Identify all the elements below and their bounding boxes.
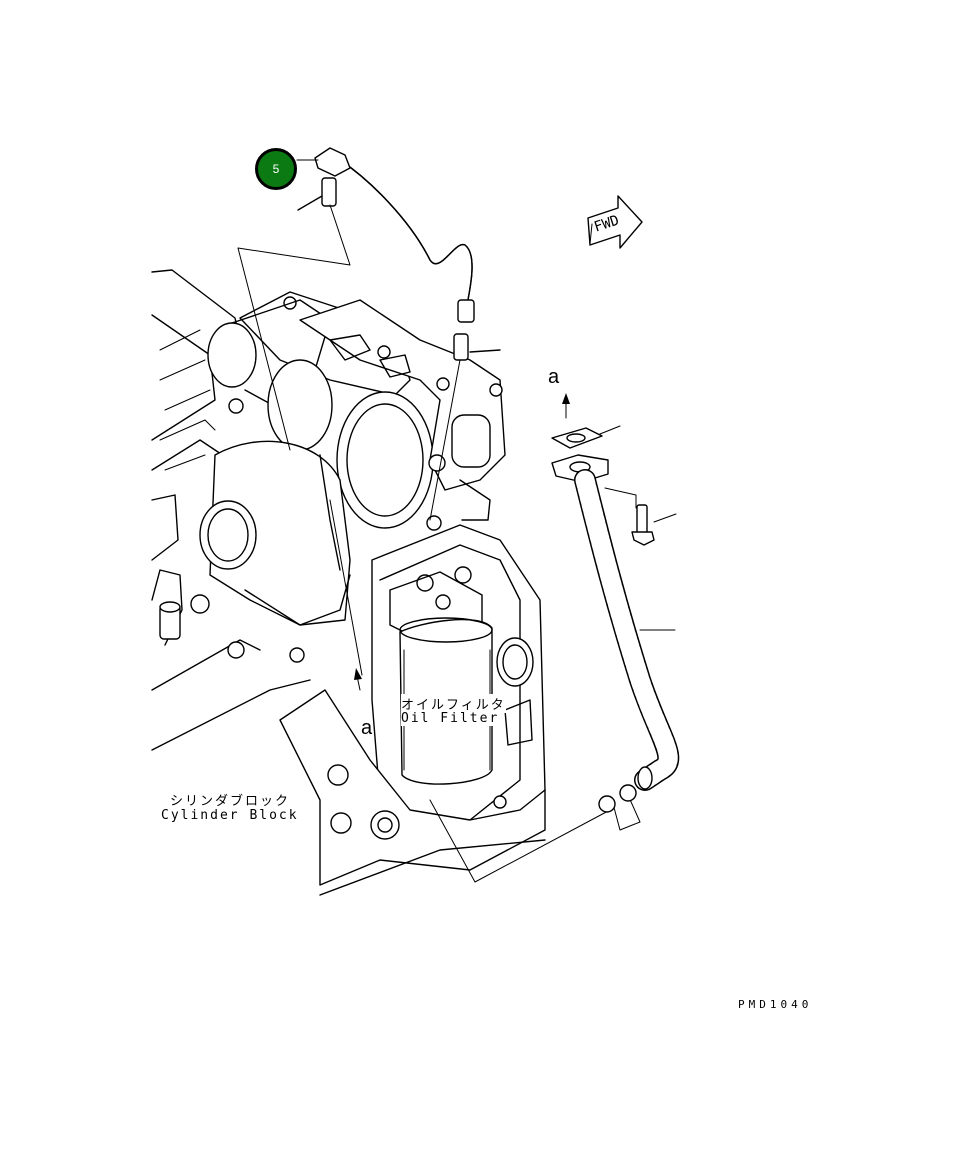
fittings (297, 177, 501, 361)
view-marker-upper: a (548, 366, 560, 388)
fwd-arrow[interactable] (587, 195, 643, 249)
view-marker-lower: a (361, 717, 373, 739)
drawing-code: PMD1040 (738, 998, 813, 1011)
gasket (551, 425, 621, 449)
exhaust-manifold (299, 299, 506, 521)
turbocharger (199, 291, 434, 626)
oil-filter-label-jp: オイルフィルタ (401, 694, 506, 713)
oil-filter-label-en: Oil Filter (401, 711, 500, 726)
cylinder-block-outline (151, 269, 311, 751)
oil-filter-housing (371, 515, 546, 831)
cylinder-block-label-en: Cylinder Block (161, 808, 299, 823)
cylinder-block-label-jp: シリンダブロック (170, 794, 291, 809)
callout-number: 5 (272, 162, 280, 176)
oil-pipe-upper (314, 147, 475, 323)
callout-part-5[interactable]: 5 (255, 148, 297, 190)
oil-return-pipe (551, 454, 680, 813)
bolt (604, 487, 677, 546)
view-arrow-upper (562, 393, 570, 419)
view-arrow-lower (354, 668, 362, 691)
leader-lines (237, 159, 641, 883)
lower-bracket (279, 689, 546, 896)
